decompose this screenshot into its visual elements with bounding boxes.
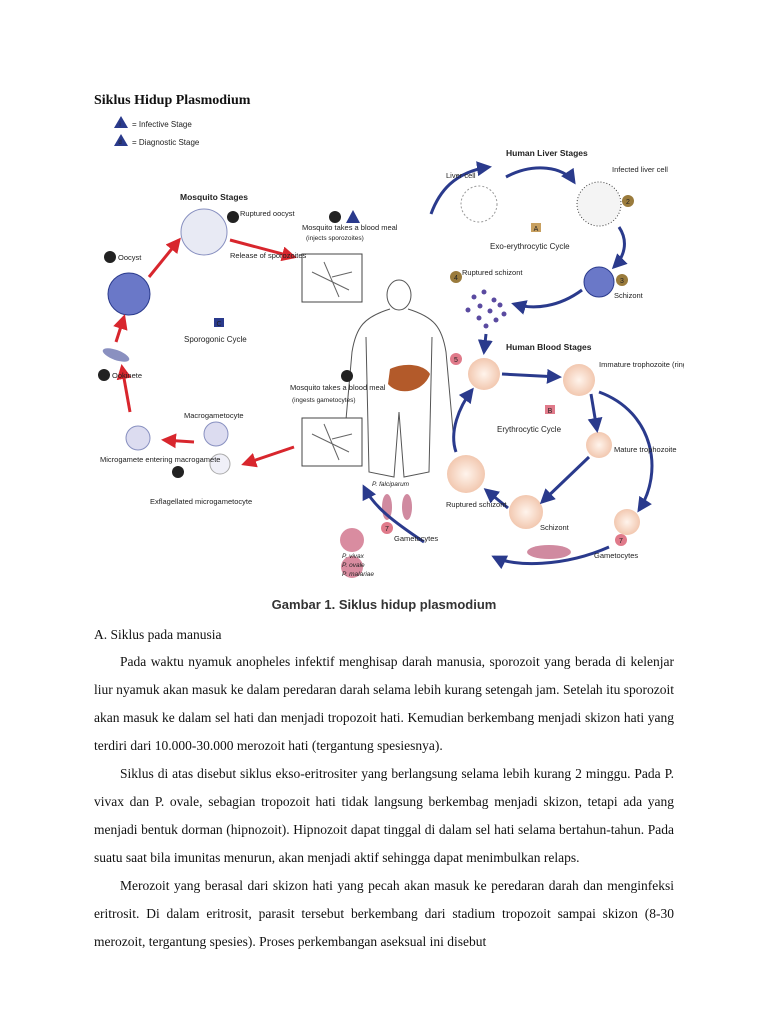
- step-1: 1: [333, 215, 337, 222]
- human-liver-stages-heading: Human Liver Stages: [506, 148, 588, 158]
- label-p-malariae: P. malariae: [342, 571, 374, 578]
- figure-legend: i = Infective Stage d = Diagnostic Stage: [114, 116, 200, 147]
- step-10: 10: [100, 373, 108, 380]
- label-injects-sporozoites: (injects sporozoites): [306, 235, 364, 242]
- paragraph-3: Merozoit yang berasal dari skizon hati y…: [94, 872, 674, 956]
- step-8: 8: [345, 374, 349, 381]
- ruptured-liver-schizont: [466, 290, 507, 329]
- macrogametocyte: [204, 422, 228, 446]
- label-oocyst: Oocyst: [118, 253, 142, 262]
- infective-stage-icon: [346, 210, 360, 223]
- cycle-c-label: Sporogonic Cycle: [184, 335, 247, 344]
- ruptured-blood-schizont: [447, 455, 485, 493]
- step-9: 9: [176, 470, 180, 477]
- paragraph-2: Siklus di atas disebut siklus ekso-eritr…: [94, 760, 674, 872]
- mosquito-stages-heading: Mosquito Stages: [180, 192, 248, 202]
- label-mosquito-blood-meal-8: Mosquito takes a blood meal: [290, 383, 386, 392]
- svg-text:B: B: [548, 408, 553, 415]
- label-ruptured-schizont-blood: Ruptured schizont: [446, 500, 507, 509]
- label-ingests-gametocytes: (ingests gametocytes): [292, 397, 356, 404]
- gametocyte-crescent: [527, 545, 571, 559]
- oocyst: [108, 273, 150, 315]
- blood-schizont-rbc: [509, 495, 543, 529]
- liver-icon: [388, 365, 430, 391]
- label-exflagellated: Exflagellated microgametocyte: [150, 497, 252, 506]
- cycle-a-label: Exo-erythrocytic Cycle: [490, 242, 570, 251]
- label-schizont-liver: Schizont: [614, 291, 644, 300]
- liver-schizont: [584, 267, 614, 297]
- label-immature-trophozoite: Immature trophozoite (ring stage): [599, 360, 684, 369]
- label-schizont-blood: Schizont: [540, 523, 570, 532]
- label-gametocytes-left: Gametocytes: [394, 534, 438, 543]
- ruptured-oocyst: [181, 209, 227, 255]
- label-mosquito-blood-meal-1: Mosquito takes a blood meal: [302, 223, 398, 232]
- step-3: 3: [620, 278, 624, 285]
- label-microgamete-entering: Microgamete entering macrogamete: [100, 455, 220, 464]
- infective-stage-icon: [114, 116, 128, 128]
- plasmodium-life-cycle-figure: i = Infective Stage d = Diagnostic Stage…: [94, 112, 684, 582]
- merozoite-rbc: [468, 358, 500, 390]
- svg-text:d: d: [118, 140, 121, 146]
- step-4: 4: [454, 275, 458, 282]
- step-12: 12: [229, 215, 237, 222]
- document-title: Siklus Hidup Plasmodium: [94, 93, 250, 109]
- label-liver-cell: Liver cell: [446, 171, 476, 180]
- gametocyte-rbc: [614, 509, 640, 535]
- step-5: 5: [454, 357, 458, 364]
- legend-diagnostic: = Diagnostic Stage: [132, 138, 200, 147]
- body-text: Pada waktu nyamuk anopheles infektif men…: [94, 648, 674, 956]
- step-7-right: 7: [619, 538, 623, 545]
- label-ookinete: Ookinete: [112, 371, 142, 380]
- step-7-left: 7: [385, 526, 389, 533]
- label-release-sporozoites: Release of sporozoites: [230, 251, 307, 260]
- svg-text:C: C: [216, 321, 221, 328]
- label-p-falciparum: P. falciparum: [372, 481, 410, 488]
- falciparum-gametocyte-2: [402, 494, 412, 520]
- cycle-b-label: Erythrocytic Cycle: [497, 425, 562, 434]
- svg-text:i: i: [119, 122, 120, 128]
- label-p-ovale: P. ovale: [342, 562, 365, 569]
- human-blood-stages-heading: Human Blood Stages: [506, 342, 592, 352]
- blood-meal-box-1: [302, 254, 362, 302]
- figure-caption: Gambar 1. Siklus hidup plasmodium: [0, 597, 768, 612]
- step-2: 2: [626, 199, 630, 206]
- label-ruptured-oocyst: Ruptured oocyst: [240, 209, 296, 218]
- infected-liver-cell: [577, 182, 621, 226]
- ookinete: [101, 346, 131, 365]
- label-gametocytes-right: Gametocytes: [594, 551, 638, 560]
- section-heading: A. Siklus pada manusia: [94, 627, 222, 643]
- label-p-vivax: P. vivax: [342, 553, 365, 560]
- label-ruptured-schizont-liver: Ruptured schizont: [462, 268, 523, 277]
- label-macrogametocyte: Macrogametocyte: [184, 411, 244, 420]
- step-11: 11: [106, 255, 113, 262]
- legend-infective: = Infective Stage: [132, 120, 192, 129]
- paragraph-1: Pada waktu nyamuk anopheles infektif men…: [94, 648, 674, 760]
- mature-trophozoite-rbc: [586, 432, 612, 458]
- liver-cell: [461, 186, 497, 222]
- label-infected-liver-cell: Infected liver cell: [612, 165, 668, 174]
- ring-stage-rbc: [563, 364, 595, 396]
- svg-text:A: A: [534, 226, 539, 233]
- label-mature-trophozoite: Mature trophozoite: [614, 445, 677, 454]
- gametocyte-female: [340, 528, 364, 552]
- microgamete-entering: [126, 426, 150, 450]
